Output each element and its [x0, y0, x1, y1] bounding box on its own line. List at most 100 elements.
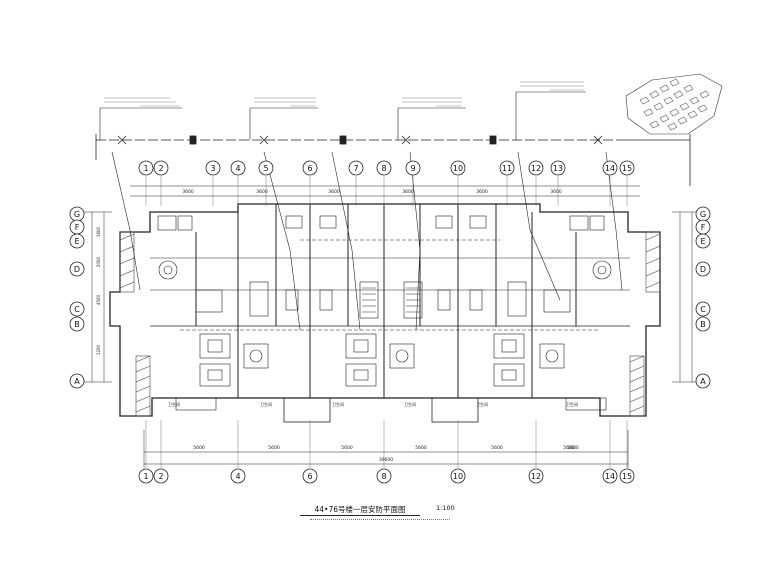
axis-bottom-2-label: 2 [158, 472, 163, 481]
axis-top-6-label: 6 [307, 164, 312, 173]
axis-top-10-circle [450, 160, 466, 176]
equipment-callouts [99, 81, 586, 140]
room-label: 卫生间 [476, 401, 488, 407]
axis-bottom-8-label: 8 [381, 472, 386, 481]
room-label: 卫生间 [332, 401, 344, 407]
axis-right-E-label: E [700, 237, 705, 246]
building-outline [109, 203, 661, 423]
axis-top-11-label: 11 [502, 164, 512, 173]
axis-top-8-circle [376, 160, 392, 176]
furniture-symbols [157, 215, 612, 387]
dim-bottom-text: 5600 [193, 445, 205, 451]
axis-left-E-circle [69, 233, 85, 249]
axis-bottom-14-circle [602, 468, 618, 484]
dim-top-text: 3600 [550, 189, 562, 195]
axis-top-1-circle [138, 160, 154, 176]
axis-right-D-label: D [700, 265, 706, 274]
axis-top-3-label: 3 [210, 164, 215, 173]
axis-top-9-circle [405, 160, 421, 176]
axis-top-12-label: 12 [531, 164, 541, 173]
axis-bottom-10-circle [450, 468, 466, 484]
dim-bottom-text: 5600 [491, 445, 503, 451]
title-underline [300, 515, 420, 516]
axis-right-D-circle [695, 261, 711, 277]
axis-bottom-12-label: 12 [531, 472, 541, 481]
dim-left-text: 2000 [96, 256, 101, 267]
axis-top-11-circle [499, 160, 515, 176]
axis-top-8-label: 8 [381, 164, 386, 173]
axis-right-G-label: G [700, 210, 706, 219]
axis-bottom-2-circle [153, 468, 169, 484]
axis-bottom-10-label: 10 [453, 472, 463, 481]
dim-left-text: 1600 [96, 226, 101, 237]
axis-top-7-circle [348, 160, 364, 176]
dim-top-text: 3600 [182, 189, 194, 195]
drawing-note-line [310, 519, 450, 522]
axis-top-1-label: 1 [143, 164, 148, 173]
axis-left-C-circle [69, 301, 85, 317]
axis-bottom-6-circle [302, 468, 318, 484]
bottom-dimension-lines [143, 430, 629, 468]
site-key-plan [625, 73, 723, 135]
axis-top-9-label: 9 [410, 164, 415, 173]
axis-top-5-label: 5 [263, 164, 268, 173]
axis-top-7-label: 7 [353, 164, 358, 173]
hatched-wall-segments [119, 231, 661, 417]
dim-bottom-text: 5600 [268, 445, 280, 451]
dim-top-text: 3600 [402, 189, 414, 195]
axis-left-A-circle [69, 373, 85, 389]
dim-left-text: 4500 [96, 294, 101, 305]
axis-left-D-label: D [74, 265, 80, 274]
axis-bottom-1-circle [138, 468, 154, 484]
axis-top-15-label: 15 [622, 164, 632, 173]
axis-right-A-label: A [700, 377, 706, 386]
dim-bottom-text: 5600 [415, 445, 427, 451]
axis-bottom-12-circle [528, 468, 544, 484]
axis-top-13-label: 13 [553, 164, 563, 173]
axis-top-2-label: 2 [158, 164, 163, 173]
axis-left-E-label: E [74, 237, 79, 246]
room-label: 卫生间 [260, 401, 272, 407]
axis-left-D-circle [69, 261, 85, 277]
axis-right-A-circle [695, 373, 711, 389]
axis-top-12-circle [528, 160, 544, 176]
axis-top-2-circle [153, 160, 169, 176]
axis-right-B-label: B [700, 320, 706, 329]
axis-left-C-label: C [74, 305, 80, 314]
axis-left-F-label: F [75, 223, 80, 232]
axis-bottom-4-circle [230, 468, 246, 484]
top-dimension-lines [130, 185, 640, 197]
axis-top-3-circle [205, 160, 221, 176]
axis-bottom-15-label: 15 [622, 472, 632, 481]
dim-top-text: 3600 [476, 189, 488, 195]
axis-top-6-circle [302, 160, 318, 176]
axis-top-15-circle [619, 160, 635, 176]
axis-right-E-circle [695, 233, 711, 249]
dim-left-text: 1200 [96, 344, 101, 355]
axis-bottom-15-circle [619, 468, 635, 484]
security-cable-runs [111, 151, 623, 331]
axis-left-B-label: B [74, 320, 80, 329]
top-cable-run [95, 134, 691, 186]
axis-right-C-label: C [700, 305, 706, 314]
drawing-scale: 1:100 [436, 504, 455, 512]
interior-walls [195, 204, 577, 398]
axis-bottom-4-label: 4 [235, 472, 240, 481]
axis-left-G-label: G [74, 210, 80, 219]
axis-top-14-label: 14 [605, 164, 615, 173]
axis-top-4-label: 4 [235, 164, 240, 173]
axis-left-B-circle [69, 316, 85, 332]
drawing-title: 44•76号楼一层安防平面图 [314, 505, 406, 514]
side-dimension-lines [84, 211, 700, 383]
axis-bottom-6-label: 6 [307, 472, 312, 481]
dim-top-text: 3600 [328, 189, 340, 195]
axis-top-13-circle [550, 160, 566, 176]
axis-top-4-circle [230, 160, 246, 176]
dim-bottom-text: 5600 [341, 445, 353, 451]
room-label: 卫生间 [168, 401, 180, 407]
axis-left-A-label: A [74, 377, 80, 386]
axis-bottom-8-circle [376, 468, 392, 484]
axis-top-14-circle [602, 160, 618, 176]
dim-bottom-text: 5600 [563, 445, 575, 451]
